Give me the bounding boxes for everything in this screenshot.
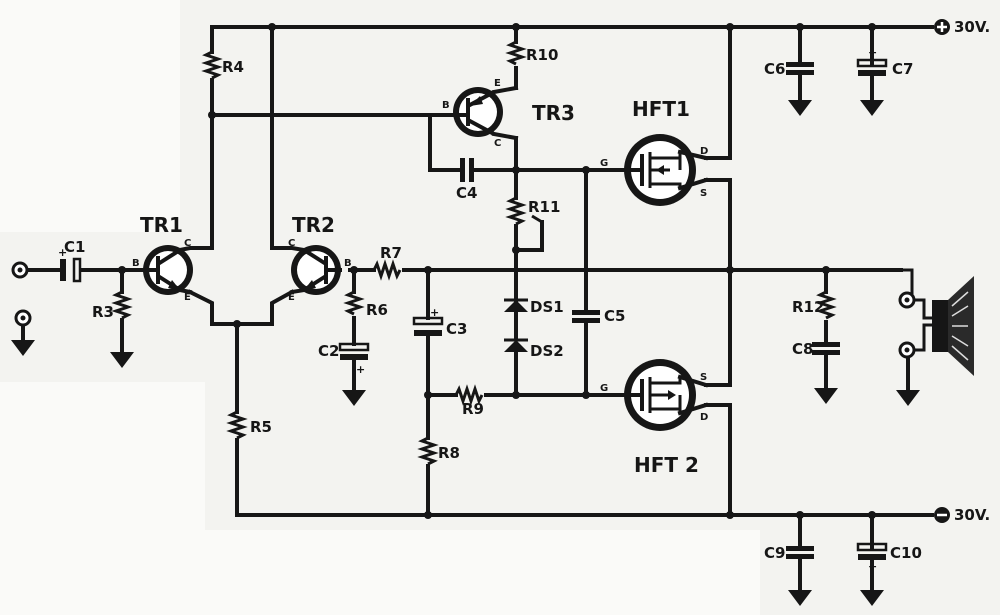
diodes [504, 298, 528, 352]
label-c4: C4 [456, 184, 477, 202]
resistor-r8 [417, 436, 439, 466]
polarity-c1: + [58, 246, 67, 259]
label-ds2: DS2 [530, 342, 564, 360]
resistors [111, 40, 837, 466]
label-hft1: HFT1 [632, 97, 690, 121]
label-c10: C10 [890, 544, 922, 562]
capacitor-c3 [412, 316, 444, 336]
label-hft2: HFT 2 [634, 453, 699, 477]
label-ds1: DS1 [530, 298, 564, 316]
label-c8: C8 [792, 340, 813, 358]
capacitor-c5 [572, 310, 600, 323]
terminals [11, 19, 950, 523]
label-r11: R11 [528, 198, 560, 216]
label-c7: C7 [892, 60, 913, 78]
capacitor-c8 [812, 342, 840, 355]
transistor-tr2 [270, 245, 342, 295]
resistor-r4 [201, 50, 223, 80]
ground-speaker [896, 390, 920, 406]
label-r5: R5 [250, 418, 272, 436]
pin-tr1-c: C [184, 238, 191, 249]
label-tr2: TR2 [292, 213, 335, 237]
pin-tr3-e: E [494, 78, 501, 89]
pin-tr2-b: B [344, 258, 352, 269]
label-r10: R10 [526, 46, 558, 64]
label-r6: R6 [366, 301, 388, 319]
label-c5: C5 [604, 307, 625, 325]
resistor-r11 [505, 196, 527, 226]
diode-ds2 [504, 338, 528, 352]
label-r3: R3 [92, 303, 114, 321]
pin-hft1-g: G [600, 158, 608, 169]
resistor-r6 [343, 290, 365, 316]
label-c3: C3 [446, 320, 467, 338]
ground-c10 [860, 590, 884, 606]
capacitor-c9 [786, 546, 814, 559]
pin-tr2-e: E [288, 292, 295, 303]
resistor-r7 [372, 259, 402, 281]
capacitors [60, 58, 888, 560]
resistor-r11-wiper [531, 214, 543, 224]
pin-tr3-b: B [442, 100, 450, 111]
speaker-icon [932, 276, 974, 376]
label-c1: C1 [64, 238, 85, 256]
capacitor-c2 [338, 342, 370, 360]
polarity-c7: + [868, 46, 877, 59]
resistor-r5 [226, 410, 248, 440]
label-r4: R4 [222, 58, 244, 76]
junctions [118, 23, 876, 519]
transistor-tr1 [142, 245, 214, 295]
pin-hft2-s: S [700, 372, 707, 383]
capacitor-c6 [786, 62, 814, 75]
label-r7: R7 [380, 244, 402, 262]
label-negative-supply: 30V. [954, 506, 990, 524]
polarity-c3: + [430, 306, 439, 319]
transistor-tr3 [452, 85, 519, 141]
ground-c9 [788, 590, 812, 606]
polarity-c10: + [868, 560, 877, 573]
label-tr1: TR1 [140, 213, 183, 237]
label-c6: C6 [764, 60, 785, 78]
label-r9: R9 [462, 400, 484, 418]
ground-input [11, 340, 35, 356]
ground-r3 [110, 352, 134, 368]
label-r12: R12 [792, 298, 824, 316]
resistor-r9 [454, 384, 484, 406]
pin-tr2-c: C [288, 238, 295, 249]
pin-hft1-d: D [700, 146, 708, 157]
ground-c8 [814, 388, 838, 404]
capacitor-c1 [60, 257, 82, 283]
ground-c6 [788, 100, 812, 116]
capacitor-c10 [856, 542, 888, 560]
capacitor-c4 [460, 158, 474, 182]
resistor-r3 [111, 290, 133, 320]
polarity-c2: + [356, 363, 365, 376]
pin-hft2-d: D [700, 412, 708, 423]
mosfet-hft2 [610, 359, 709, 431]
resistor-r12 [815, 290, 837, 320]
label-positive-supply: 30V. [954, 18, 990, 36]
diode-ds1 [504, 298, 528, 312]
label-c9: C9 [764, 544, 785, 562]
pin-hft2-g: G [600, 383, 608, 394]
ground-symbols [11, 100, 920, 606]
pin-tr1-b: B [132, 258, 140, 269]
mosfet-hft1 [610, 134, 709, 206]
pin-tr1-e: E [184, 292, 191, 303]
pin-tr3-c: C [494, 138, 501, 149]
ground-c2 [342, 390, 366, 406]
label-r8: R8 [438, 444, 460, 462]
label-c2: C2 [318, 342, 339, 360]
labels: TR1 TR2 TR3 HFT1 HFT 2 B C E B C E B E C… [58, 18, 990, 573]
ground-c7 [860, 100, 884, 116]
pin-hft1-s: S [700, 188, 707, 199]
label-tr3: TR3 [532, 101, 575, 125]
capacitor-c7 [856, 58, 888, 76]
resistor-r10 [505, 40, 527, 66]
